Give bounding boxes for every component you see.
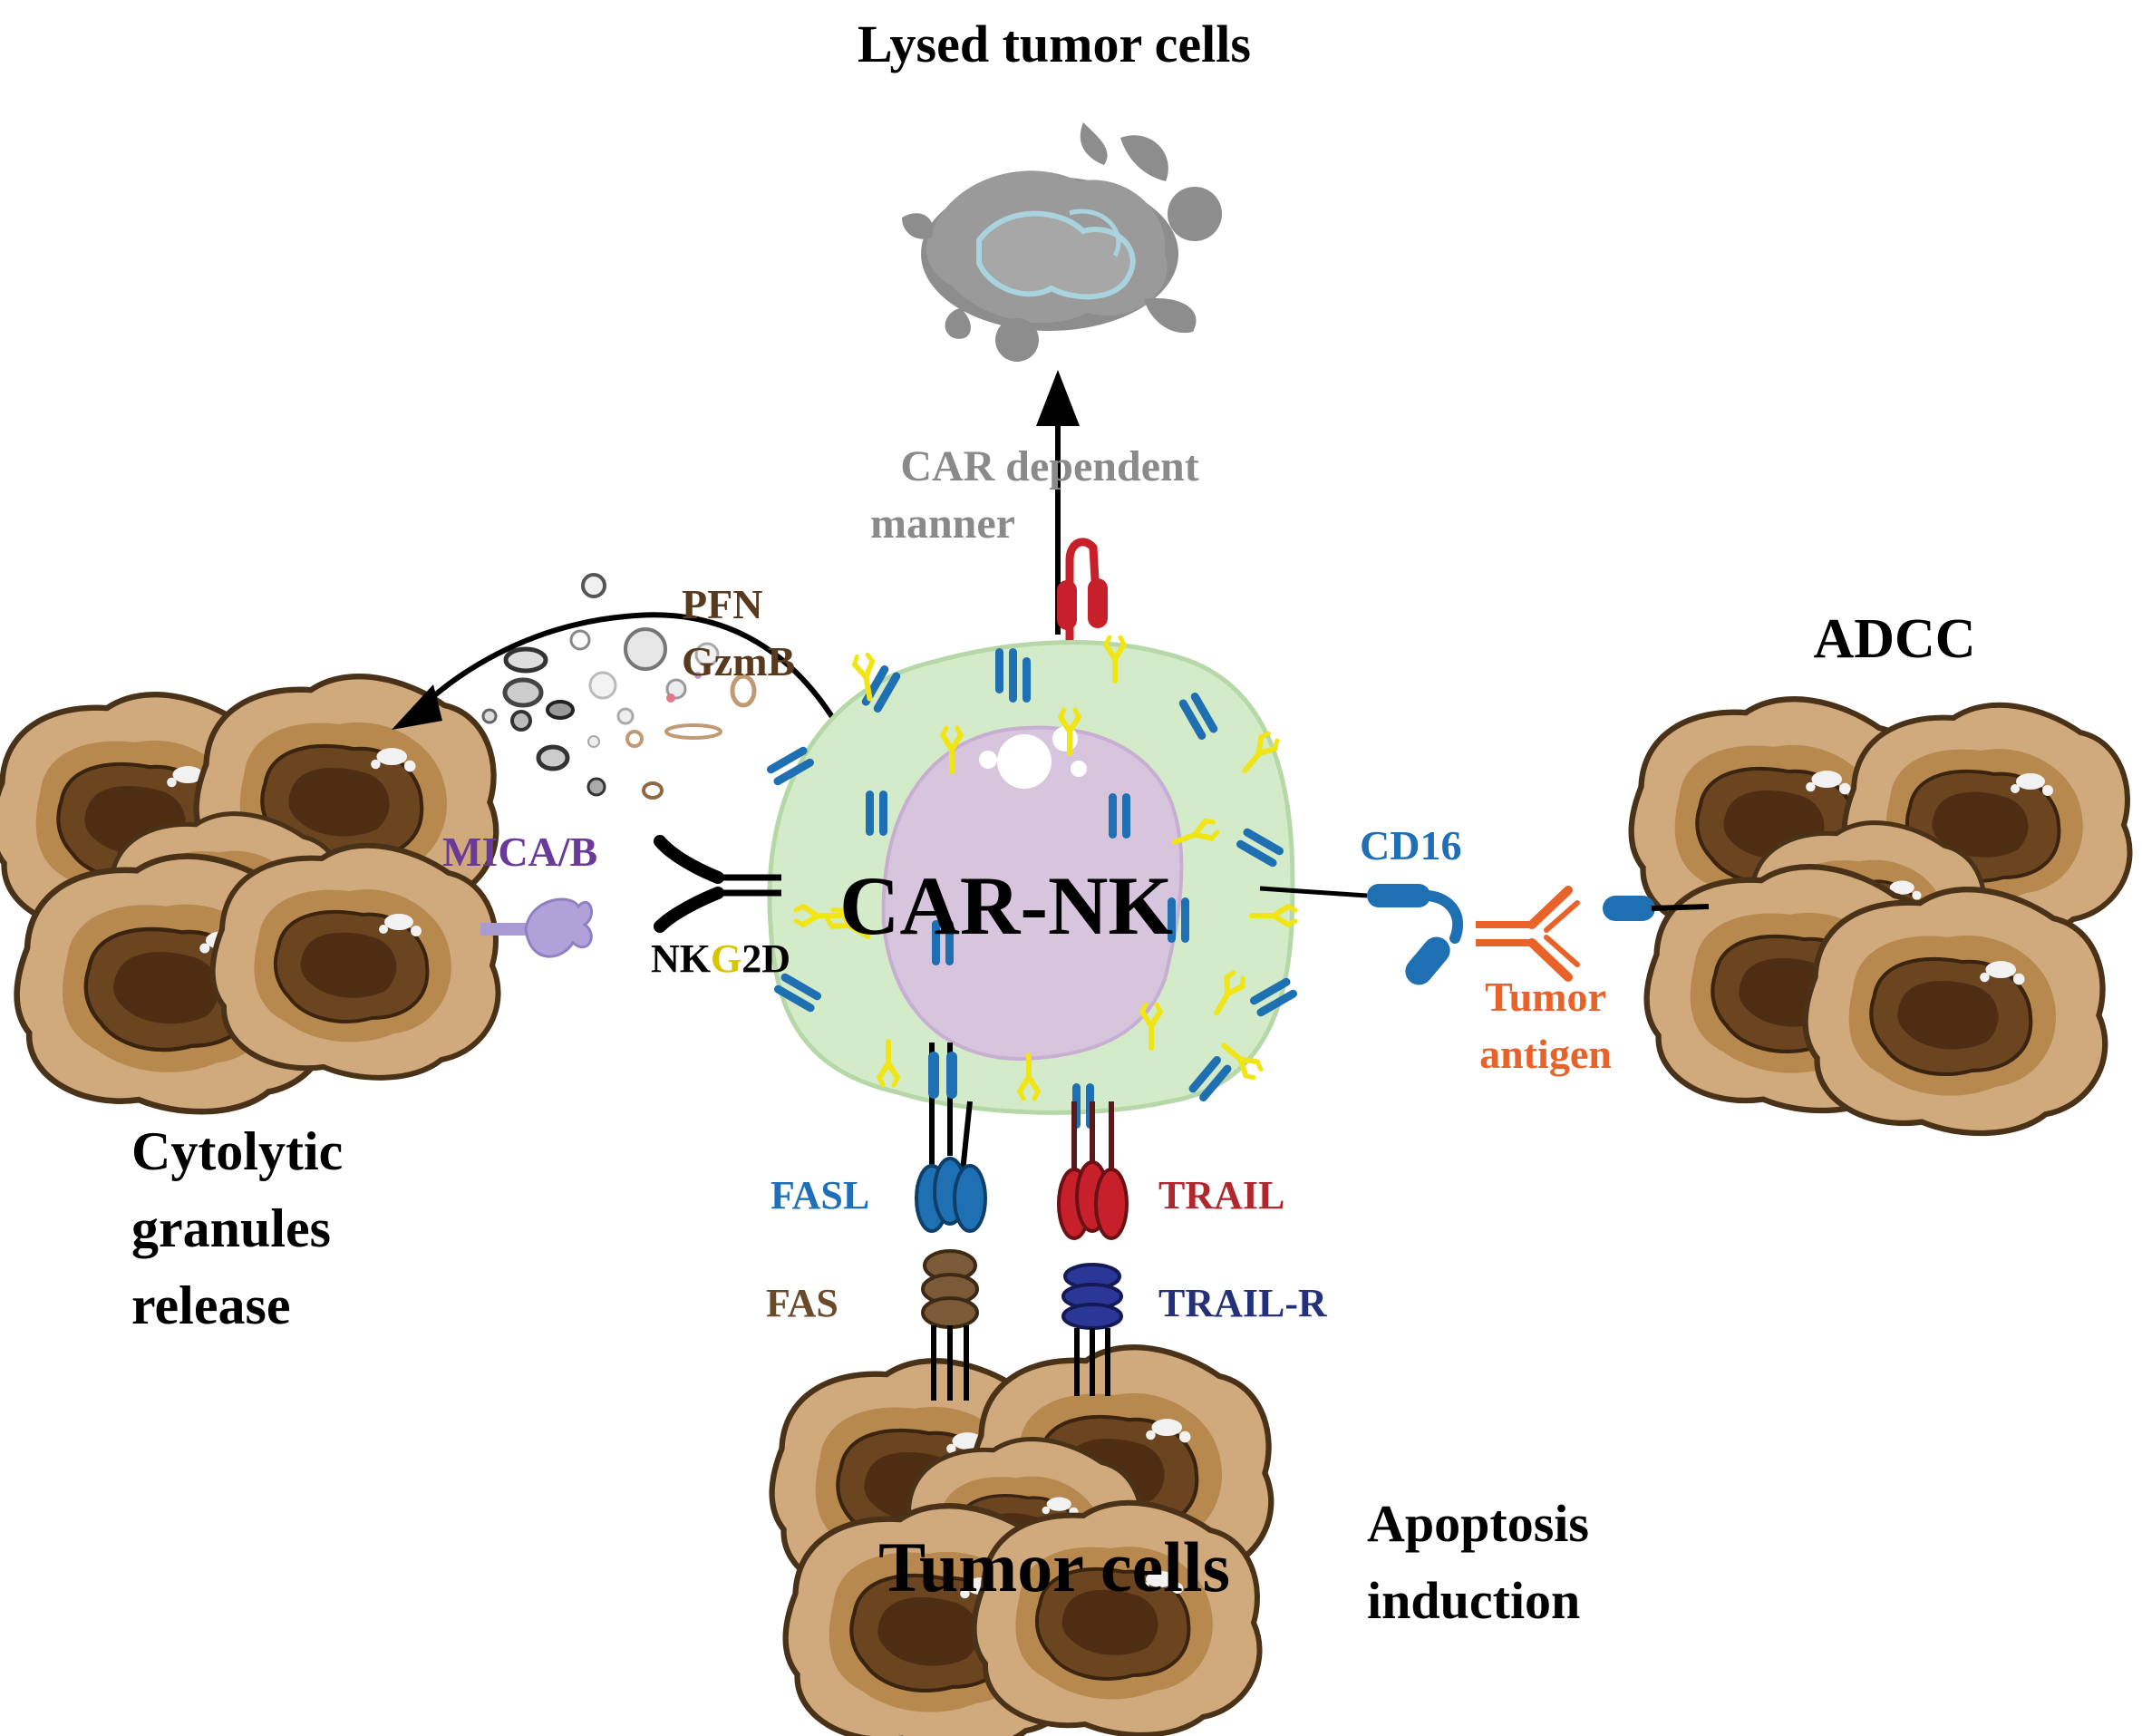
cd16-receptor (1367, 884, 1464, 985)
trail-label: TRAIL (1158, 1173, 1284, 1217)
car-nk-label: CAR-NK (839, 859, 1173, 952)
granules-label: granules (131, 1198, 331, 1258)
tumor-antigen-label-2: antigen (1479, 1031, 1612, 1077)
release-label: release (131, 1275, 290, 1335)
fasl-ligand (915, 1043, 987, 1233)
tumor-cells-label: Tumor cells (878, 1527, 1230, 1606)
nkg2d-label: NKG2D (651, 936, 790, 981)
car-receptor (1057, 538, 1108, 648)
granule-release-arrow (414, 612, 859, 763)
adcc-label: ADCC (1813, 608, 1975, 670)
trail-r-label: TRAIL-R (1158, 1281, 1328, 1325)
apoptosis-label: Apoptosis (1367, 1494, 1589, 1553)
pfn-label: PFN (682, 581, 762, 627)
fas-receptor (921, 1249, 979, 1401)
car-dependent-manner-label: manner (870, 499, 1015, 548)
tumor-antigen-antibody (1476, 886, 1580, 982)
cytolytic-granules (481, 573, 757, 800)
tumor-antigen-receptor (1603, 896, 1710, 921)
apoptosis-induction-label: induction (1367, 1571, 1580, 1630)
tumor-antigen-label: Tumor (1485, 974, 1606, 1020)
lysed-tumor-debris (902, 122, 1222, 362)
mica-b-label: MICA/B (442, 829, 597, 875)
tumor-cluster-right (1632, 699, 2130, 1133)
nkg2d-receptor (654, 835, 781, 933)
fasl-label: FASL (771, 1173, 869, 1217)
trail-r-receptor (1061, 1263, 1123, 1396)
tumor-cluster-left (0, 676, 499, 1111)
fas-label: FAS (766, 1281, 838, 1325)
cd16-label: CD16 (1360, 822, 1461, 868)
lysed-tumor-cells-title: Lysed tumor cells (858, 15, 1251, 73)
mica-b-ligand (480, 897, 594, 958)
car-nk-cell (767, 640, 1295, 1115)
granule-release-arrowhead (392, 684, 442, 730)
gzmb-label: GzmB (682, 638, 795, 684)
cd16-connector (1259, 886, 1368, 898)
car-dependent-arrowhead (1036, 370, 1080, 426)
cytolytic-label: Cytolytic (131, 1121, 343, 1181)
car-dependent-label: CAR dependent (900, 442, 1198, 490)
trail-ligand (1057, 1101, 1129, 1240)
